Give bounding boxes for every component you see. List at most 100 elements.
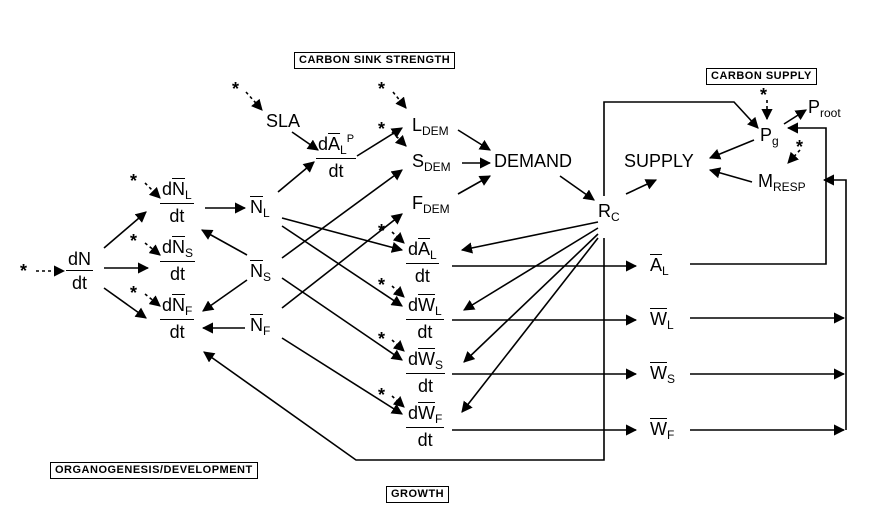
arrow-ns-to-dnf <box>202 279 248 312</box>
w-symbol: W <box>650 309 667 329</box>
arrow-ldem-to-demand <box>457 129 491 151</box>
dns-numerator: dNS <box>160 237 196 262</box>
star-arrow-dnl <box>144 182 161 199</box>
arrow-nl-to-dal <box>281 217 404 253</box>
d-symbol: d <box>162 295 173 315</box>
star-sla: * <box>232 79 240 99</box>
arrow-ns-to-dws <box>281 277 403 361</box>
subscript-l: L <box>185 188 192 202</box>
dnf-numerator: dNF <box>160 295 195 320</box>
node-dns-dt: dNS dt <box>160 237 196 284</box>
w-symbol: W <box>650 363 667 383</box>
dal-p-numerator: dALP <box>316 134 357 159</box>
star-pg: * <box>760 85 768 105</box>
arrow-dn-to-dnf <box>103 287 147 319</box>
arrow-nl-to-dwl <box>281 225 403 307</box>
node-wf: WF <box>650 420 674 441</box>
w-symbol: W <box>418 403 436 423</box>
subscript-l: L <box>667 318 674 332</box>
star-arrow-dwf <box>391 395 405 408</box>
root-subscript: root <box>820 106 841 120</box>
star-dnf: * <box>130 283 138 303</box>
arrow-rc-to-dal <box>460 221 599 254</box>
n-symbol: N <box>250 315 263 335</box>
w-symbol: W <box>418 295 436 315</box>
star-dns: * <box>130 231 138 251</box>
arrow-rc-to-dwl <box>463 227 599 311</box>
growth-box: GROWTH <box>386 486 450 503</box>
node-sdem: SDEM <box>412 152 451 173</box>
dws-numerator: dWS <box>406 349 446 374</box>
carbon-sink-strength-box: CARBON SINK STRENGTH <box>294 52 456 69</box>
dnf-denominator: dt <box>169 322 185 342</box>
n-symbol: N <box>172 237 186 257</box>
star-arrow-dwl <box>391 285 405 298</box>
dnl-numerator: dNL <box>160 180 194 204</box>
node-sla: SLA <box>266 111 301 131</box>
node-ns: NS <box>250 262 271 283</box>
w-symbol: W <box>418 349 436 369</box>
p-symbol: P <box>808 97 821 117</box>
arrow-bus-to-mresp <box>822 174 847 430</box>
node-ldem: LDEM <box>412 116 449 137</box>
arrow-rc-to-dws <box>463 233 599 363</box>
resp-subscript: RESP <box>773 180 806 194</box>
arrow-demand-to-rc <box>559 175 595 201</box>
d-symbol: d <box>162 237 173 257</box>
dem-subscript: DEM <box>422 124 449 138</box>
subscript-f: F <box>263 324 271 338</box>
arrow-dal-p-to-ldem <box>356 127 403 157</box>
star-dwl: * <box>378 275 386 295</box>
a-symbol: A <box>650 255 663 275</box>
star-dnl: * <box>130 171 138 191</box>
dem-subscript: DEM <box>423 202 450 216</box>
dns-denominator: dt <box>170 264 186 284</box>
m-symbol: M <box>758 171 773 191</box>
node-demand: DEMAND <box>494 151 573 171</box>
node-dws-dt: dWS dt <box>406 349 446 395</box>
arrow-rc-to-dwf <box>461 237 599 413</box>
d-symbol: d <box>408 239 419 259</box>
subscript-s: S <box>263 270 272 284</box>
star-arrow-ldem <box>392 91 407 109</box>
subscript-f: F <box>435 412 443 426</box>
d-symbol: d <box>318 134 329 154</box>
a-symbol: A <box>328 134 341 154</box>
node-nf: NF <box>250 316 270 337</box>
arrow-ns-to-dnl <box>201 229 248 256</box>
subscript-l: L <box>263 206 270 220</box>
node-wl: WL <box>650 310 674 331</box>
node-fdem: FDEM <box>412 194 450 215</box>
node-dwl-dt: dWL dt <box>406 296 444 341</box>
a-symbol: A <box>418 239 431 259</box>
node-nl: NL <box>250 198 270 219</box>
arrow-pg-to-supply <box>708 139 755 160</box>
dwf-denominator: dt <box>417 430 433 450</box>
subscript-l: L <box>340 143 347 157</box>
s-symbol: S <box>412 151 425 171</box>
d-symbol: d <box>408 349 419 369</box>
arrow-fdem-to-demand <box>457 175 491 195</box>
dnl-denominator: dt <box>169 206 185 226</box>
f-symbol: F <box>412 193 423 213</box>
carbon-supply-box: CARBON SUPPLY <box>706 68 817 85</box>
star-ldem: * <box>378 79 386 99</box>
arrow-rc-to-dnf <box>203 238 605 461</box>
node-dwf-dt: dWF dt <box>406 403 445 450</box>
dal-denominator: dt <box>414 266 430 286</box>
node-al: AL <box>650 256 669 277</box>
subscript-f: F <box>185 304 193 318</box>
node-rc: RC <box>598 202 620 223</box>
star-arrow-dns <box>144 242 161 256</box>
subscript-s: S <box>667 372 676 386</box>
subscript-g: g <box>772 134 779 148</box>
arrow-sla-to-dal-p <box>291 131 319 151</box>
arrow-mresp-to-supply <box>708 167 753 183</box>
n-symbol: N <box>250 261 263 281</box>
node-ws: WS <box>650 364 675 385</box>
subscript-c: C <box>611 210 620 224</box>
star-arrow-sla <box>245 91 263 111</box>
star-arrow-dnf <box>144 293 161 307</box>
n-symbol: N <box>250 197 263 217</box>
